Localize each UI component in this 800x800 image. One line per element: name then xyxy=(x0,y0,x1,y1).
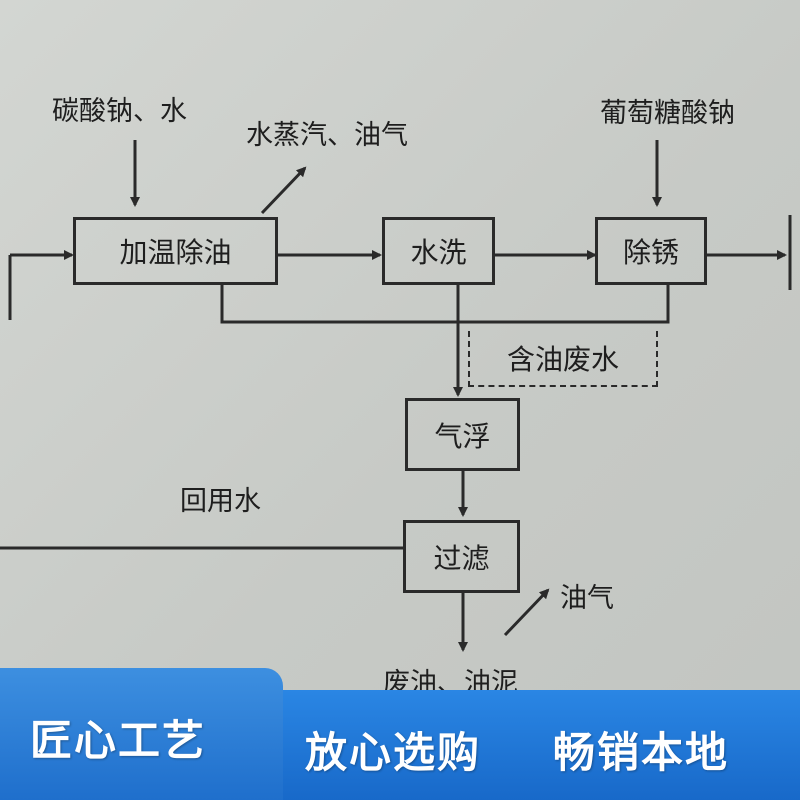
step-filter: 过滤 xyxy=(403,520,520,593)
step-degrease: 加温除油 xyxy=(73,217,278,285)
reagent-1-label: 碳酸钠、水 xyxy=(52,96,187,127)
banner-right-panel xyxy=(283,690,800,800)
banner-right-text-1: 放心选购 xyxy=(305,728,482,777)
banner-left-text: 匠心工艺 xyxy=(30,716,207,765)
oil-gas-label: 油气 xyxy=(560,583,614,614)
step-flotation: 气浮 xyxy=(405,398,520,471)
oily-wastewater-label: 含油废水 xyxy=(468,331,658,387)
reuse-water-label: 回用水 xyxy=(180,486,261,517)
step-wash: 水洗 xyxy=(382,217,495,285)
banner-left-panel xyxy=(0,668,283,800)
step-derust: 除锈 xyxy=(595,217,707,285)
steam-label: 水蒸汽、油气 xyxy=(246,120,408,151)
banner-right-text-2: 畅销本地 xyxy=(553,728,730,777)
steam-arrow xyxy=(260,166,307,215)
collect-line xyxy=(220,283,670,324)
reagent-2-label: 葡萄糖酸钠 xyxy=(600,98,735,129)
oilgas-arrow xyxy=(503,588,550,637)
promo-banner: 匠心工艺 放心选购 畅销本地 xyxy=(0,668,800,800)
